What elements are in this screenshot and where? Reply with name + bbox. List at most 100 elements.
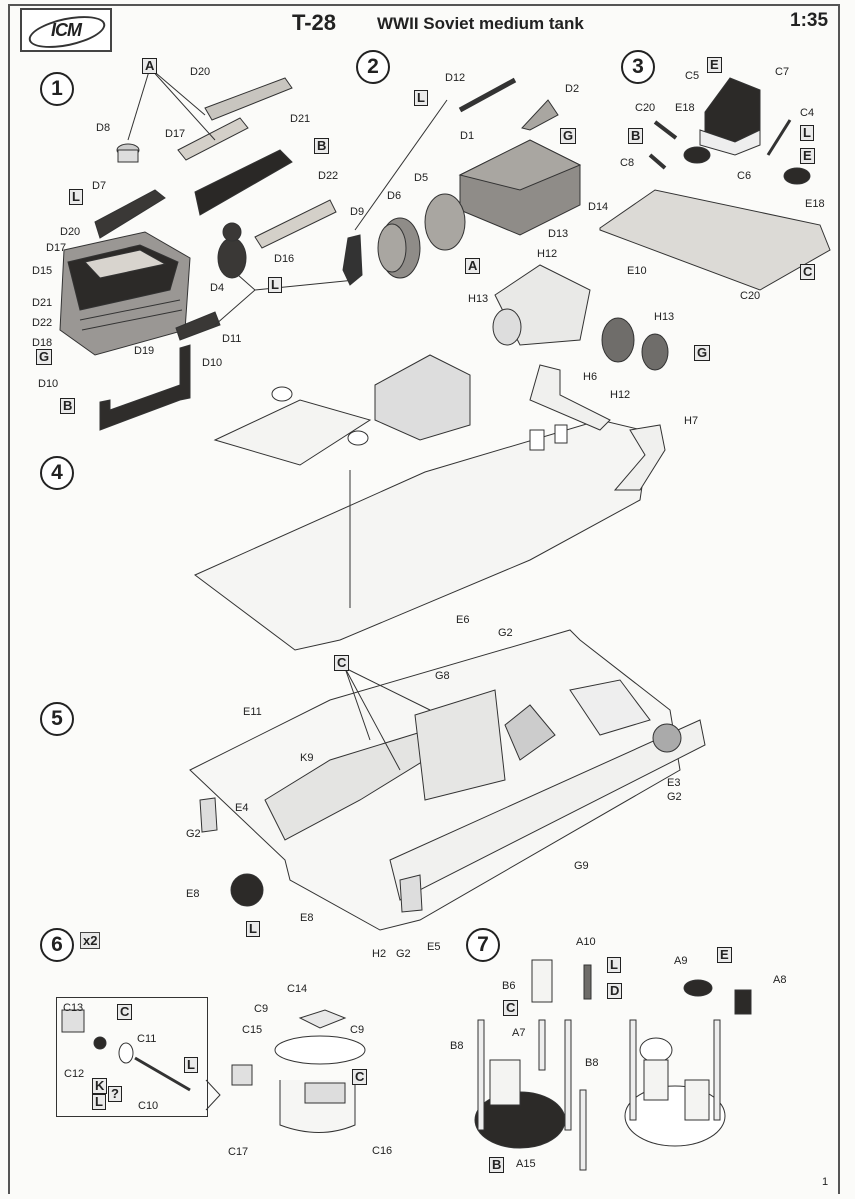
floor-plate-drawing <box>194 419 651 651</box>
part-label: E18 <box>675 102 695 114</box>
part-label: D12 <box>445 72 466 84</box>
part-label: D2 <box>565 83 580 95</box>
turret-floor-subassembly-drawing <box>213 386 372 466</box>
part-label: A7 <box>512 1027 526 1039</box>
part-d20-drawing <box>204 77 293 121</box>
part-e4-drawing <box>199 797 218 833</box>
part-label: D22 <box>318 170 339 182</box>
part-label: G2 <box>186 828 201 840</box>
part-label: C9 <box>350 1024 365 1036</box>
color-code-box: G <box>694 345 711 361</box>
engine-block-drawing <box>59 231 191 356</box>
part-label: G9 <box>574 860 589 872</box>
part-d11-drawing <box>175 311 221 341</box>
hull-drawing <box>189 629 706 931</box>
color-code-box: C <box>503 1000 519 1016</box>
part-d16-drawing <box>254 199 337 249</box>
ammo-rack-left-drawing <box>474 959 592 1171</box>
part-label: G2 <box>667 791 682 803</box>
part-label: H12 <box>610 389 631 401</box>
part-d5-drawing <box>424 193 466 251</box>
step-6-marker: 6 <box>40 928 74 962</box>
part-label: C10 <box>138 1100 159 1112</box>
h12-h13-roller-drawing <box>601 317 669 371</box>
part-label: E4 <box>235 802 249 814</box>
color-code-box: B <box>314 138 330 154</box>
part-label: H6 <box>583 371 598 383</box>
part-label: B8 <box>450 1040 464 1052</box>
part-d12-drawing <box>458 77 517 113</box>
color-code-box: L <box>184 1057 198 1073</box>
part-d10-stand-drawing <box>99 344 191 431</box>
part-label: C20 <box>635 102 656 114</box>
color-code-box: L <box>246 921 260 937</box>
detail-inset <box>56 997 208 1117</box>
part-label: D8 <box>96 122 111 134</box>
part-label: C15 <box>242 1024 263 1036</box>
part-label: D13 <box>548 228 569 240</box>
part-label: B8 <box>585 1057 599 1069</box>
page-number: 1 <box>822 1176 829 1188</box>
part-label: A9 <box>674 955 688 967</box>
part-label: G2 <box>396 948 411 960</box>
color-code-box: D <box>607 983 623 999</box>
color-code-box: C <box>117 1004 133 1020</box>
step-5-marker: 5 <box>40 702 74 736</box>
part-d2-drawing <box>521 99 559 131</box>
part-label: D21 <box>32 297 53 309</box>
part-e5-drawing <box>399 874 423 913</box>
part-label: H2 <box>372 948 387 960</box>
part-label: C7 <box>775 66 790 78</box>
part-c20-drawing <box>653 120 678 140</box>
part-label: D14 <box>588 201 609 213</box>
part-label: C9 <box>254 1003 269 1015</box>
part-d6-drawing <box>377 217 421 279</box>
part-label: D9 <box>350 206 365 218</box>
color-code-box: L <box>92 1094 106 1110</box>
color-code-box: A <box>465 258 481 274</box>
part-label: C4 <box>800 107 815 119</box>
part-label: C14 <box>287 983 308 995</box>
part-label: E8 <box>300 912 314 924</box>
model-title: T-28 <box>292 10 337 35</box>
color-code-box: G <box>36 349 53 365</box>
part-label: E6 <box>456 614 470 626</box>
color-code-box-unknown: ? <box>108 1086 122 1102</box>
ammo-rack-right-drawing <box>624 979 752 1147</box>
color-code-box: G <box>560 128 577 144</box>
part-label: D10 <box>202 357 223 369</box>
part-d21-drawing <box>194 149 293 216</box>
color-code-box: B <box>60 398 76 414</box>
part-h6-drawing <box>529 364 611 431</box>
part-label: A10 <box>576 936 596 948</box>
part-label: E8 <box>186 888 200 900</box>
inset-drawing <box>61 1009 191 1092</box>
part-label: A8 <box>773 974 787 986</box>
part-label: D6 <box>387 190 402 202</box>
part-label: D17 <box>165 128 186 140</box>
part-label: E3 <box>667 777 681 789</box>
part-label: E18 <box>805 198 825 210</box>
step-4-marker: 4 <box>40 456 74 490</box>
step-7-marker: 7 <box>466 928 500 962</box>
part-h7-drawing <box>613 424 666 491</box>
color-code-box: C <box>800 264 816 280</box>
color-code-box: E <box>717 947 732 963</box>
part-label: D15 <box>32 265 53 277</box>
seat-plate-drawing <box>599 189 831 291</box>
color-code-box: K <box>92 1078 108 1094</box>
color-code-box: L <box>414 90 428 106</box>
part-label: A15 <box>516 1158 536 1170</box>
color-code-box: L <box>800 125 814 141</box>
step-6-multiplier: x2 <box>80 932 101 949</box>
color-code-box: L <box>268 277 282 293</box>
part-label: E11 <box>243 706 262 718</box>
part-label: H7 <box>684 415 699 427</box>
step-3-marker: 3 <box>621 50 655 84</box>
part-label: G2 <box>498 627 513 639</box>
part-label: D16 <box>274 253 295 265</box>
stool-e18-left-drawing <box>683 146 711 164</box>
part-label: K9 <box>300 752 314 764</box>
part-label: C6 <box>737 170 752 182</box>
